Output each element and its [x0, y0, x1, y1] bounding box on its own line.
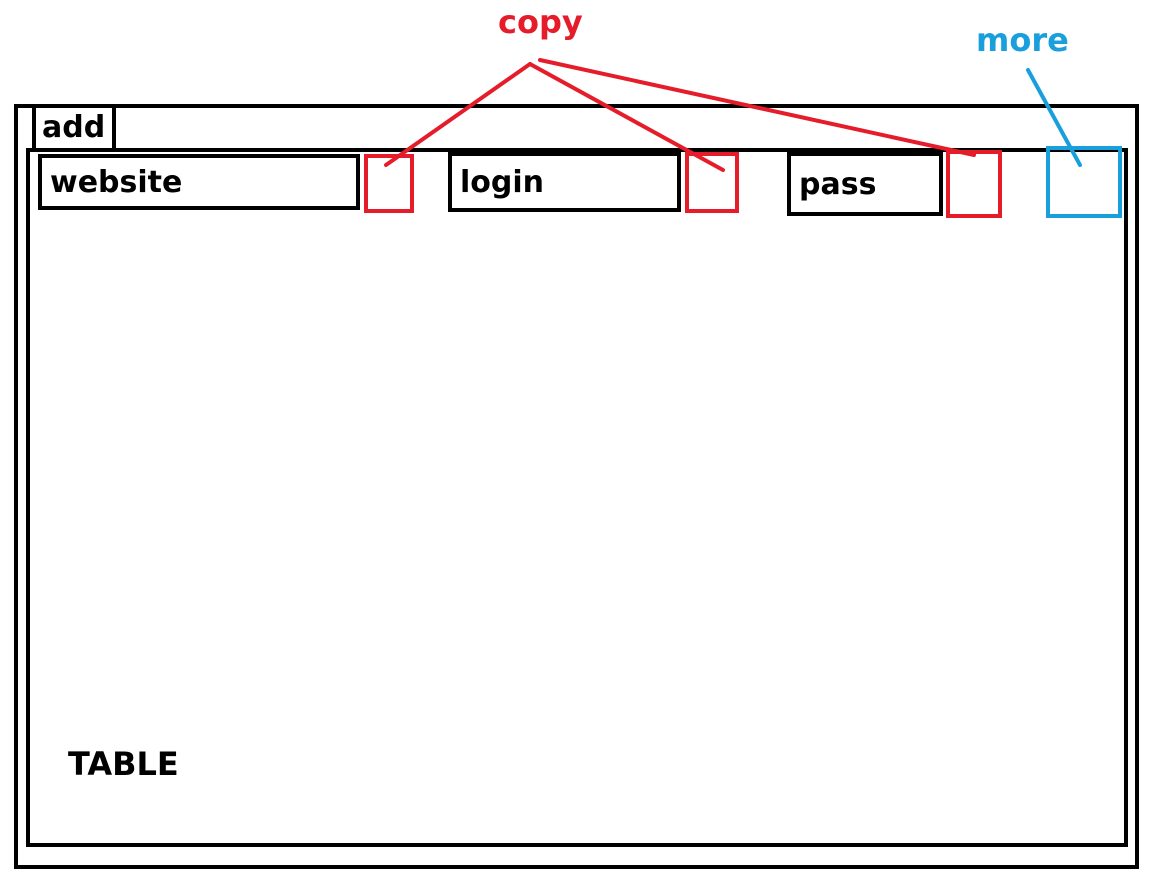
copy-annotation-label: copy [498, 3, 583, 41]
login-field-label: login [460, 164, 545, 200]
copy-pass-button[interactable] [946, 150, 1002, 218]
pass-field-label: pass [799, 166, 877, 202]
more-button[interactable] [1046, 146, 1122, 218]
pass-field[interactable]: pass [787, 152, 943, 216]
copy-login-button[interactable] [685, 152, 739, 213]
website-field[interactable]: website [38, 154, 360, 210]
table-container [26, 148, 1128, 847]
add-button[interactable]: add [32, 108, 116, 152]
copy-website-button[interactable] [364, 154, 414, 213]
login-field[interactable]: login [448, 152, 681, 212]
table-label: TABLE [68, 745, 179, 783]
more-annotation-label: more [976, 21, 1069, 59]
website-field-label: website [50, 164, 183, 200]
